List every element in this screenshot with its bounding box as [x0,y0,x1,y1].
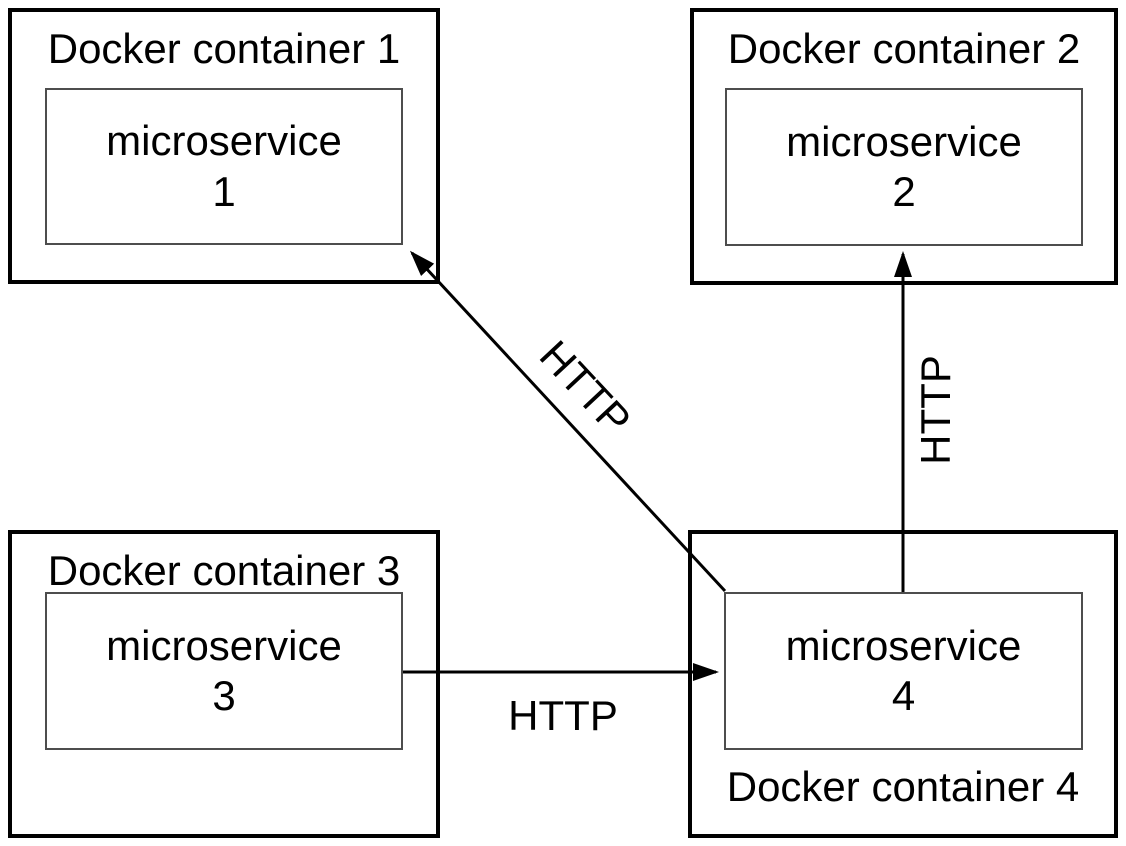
microservice-2-box: microservice 2 [725,88,1083,246]
docker-container-2-box: Docker container 2 microservice 2 [690,8,1118,285]
microservice-4-label-line1: microservice [785,621,1022,669]
microservice-3-label-line1: microservice [106,621,342,669]
docker-container-3-box: Docker container 3 microservice 3 [8,530,440,838]
microservice-3-label-line2: 3 [212,672,236,719]
microservice-4-label-line2: 4 [891,672,916,719]
microservice-4-box: microservice 4 [724,592,1083,750]
docker-container-4-box: microservice 4 Docker container 4 [688,530,1118,838]
docker-container-1-box: Docker container 1 microservice 1 [8,8,440,284]
http-arrow-ms4-to-ms1 [409,250,727,593]
microservice-2-label-line1: microservice [786,117,1022,165]
docker-container-2-title: Docker container 2 [727,25,1081,72]
docker-container-1-title: Docker container 1 [47,25,401,72]
microservice-2-label-line2: 2 [892,168,916,215]
microservice-1-label-line2: 1 [212,167,236,215]
docker-container-4-title: Docker container 4 [726,762,1080,810]
microservice-3-box: microservice 3 [45,592,403,750]
http-label-diagonal: HTTP [530,331,641,444]
docker-container-3-title: Docker container 3 [47,547,401,594]
http-label-horizontal: HTTP [508,691,618,739]
http-label-vertical: HTTP [911,355,959,465]
microservice-1-label-line1: microservice [106,117,342,165]
microservice-1-box: microservice 1 [45,88,403,245]
